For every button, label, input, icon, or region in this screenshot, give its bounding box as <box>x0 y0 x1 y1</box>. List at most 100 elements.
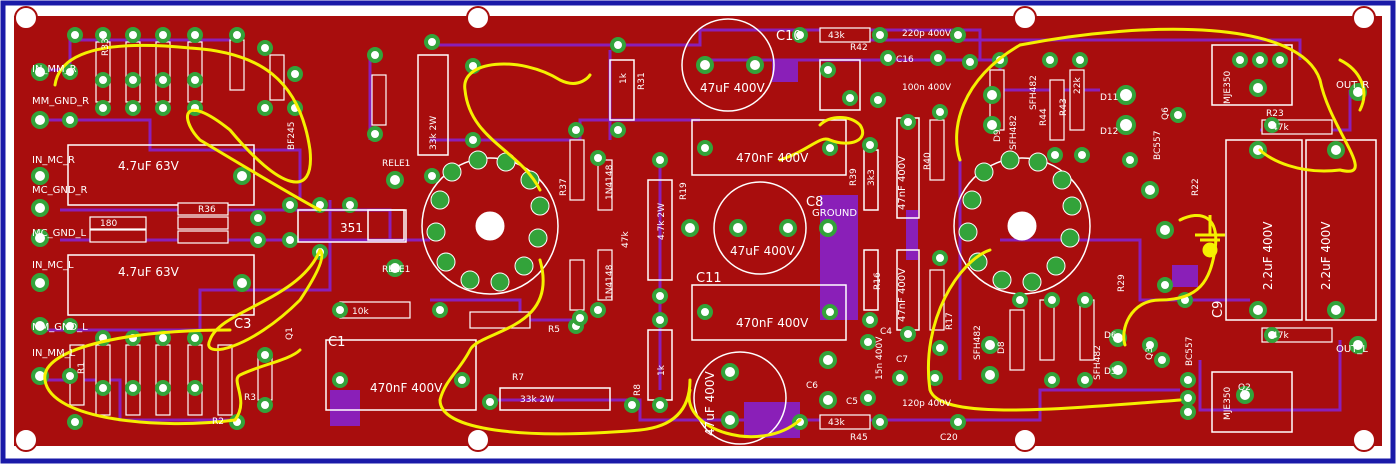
val-r-33k-top: 33k 2W <box>429 116 439 150</box>
ref-c1: C1 <box>328 335 345 350</box>
ref-d5: D5 <box>1104 367 1117 377</box>
ref-d11: D11 <box>1100 93 1118 103</box>
conn-out-l: OUT_L <box>1336 344 1368 355</box>
conn-in-mc-l: IN_MC_L <box>32 260 74 271</box>
ref-r22: R22 <box>1191 178 1201 196</box>
conn-in-mc-r: IN_MC_R <box>32 155 75 166</box>
mounting-holes <box>14 6 1376 452</box>
ref-r44: R44 <box>1039 108 1049 126</box>
ref-r42: R42 <box>850 43 868 53</box>
conn-in-mm-r: IN_MM_R <box>32 64 77 75</box>
ref-c6: C6 <box>806 381 818 391</box>
ref-rele1-b: RELE1 <box>382 265 410 275</box>
conn-in-mm-l: IN_MM_L <box>32 348 76 359</box>
cap-47u-bottom: 47uF 400V <box>703 371 717 436</box>
ref-q1: Q1 <box>285 327 295 340</box>
val-r-47k-c: 47k <box>621 231 631 248</box>
ref-d12: D12 <box>1100 127 1118 137</box>
ref-c3: C3 <box>234 317 251 332</box>
ref-q3: Q3 <box>1145 347 1155 360</box>
ref-r2: R2 <box>212 417 224 427</box>
val-r-mid: 180 <box>100 219 117 229</box>
val-sfh-b: SFH482 <box>1009 115 1019 150</box>
val-r-3k3: 3k3 <box>867 169 877 186</box>
ref-c10: C10 <box>776 29 802 44</box>
ref-q6: Q6 <box>1161 107 1171 120</box>
ref-r29: R29 <box>1117 274 1127 292</box>
ref-c20: C20 <box>940 433 958 443</box>
val-mje-b: MJE350 <box>1223 386 1233 420</box>
conn-mm-gnd-l: MM_GND_L <box>32 322 88 333</box>
ref-c16: C16 <box>896 55 914 65</box>
ref-r36: R36 <box>198 205 216 215</box>
val-jfet: BF245 <box>287 121 297 150</box>
conn-out-r: OUT_R <box>1336 80 1369 91</box>
ref-r31: R31 <box>637 72 647 90</box>
ref-c5: C5 <box>846 397 858 407</box>
ref-r3: R3 <box>244 393 256 403</box>
ground-symbol <box>1195 215 1225 258</box>
silk-text: IN_MM_R MM_GND_R IN_MC_R MC_GND_R MC_GND… <box>32 29 1369 443</box>
ref-c7: C7 <box>896 355 908 365</box>
relay-body <box>297 209 407 243</box>
cap-47u-mid: 47uF 400V <box>730 244 795 258</box>
conn-mm-gnd-r: MM_GND_R <box>32 96 89 107</box>
val-r-33k-bottom: 33k 2W <box>520 395 554 405</box>
val-r-1k-bottom: 1k <box>657 364 667 376</box>
cap-470n-c10: 470nF 400V <box>736 151 809 165</box>
val-bc-a: BC557 <box>1153 131 1163 160</box>
ref-d9: D9 <box>993 129 1003 142</box>
ref-r5: R5 <box>548 325 560 335</box>
cap-4-7u-bottom: 4.7uF 63V <box>118 265 180 279</box>
val-sfh-c: SFH482 <box>973 325 983 360</box>
yellow-annotations <box>43 27 1366 439</box>
ref-r7: R7 <box>512 373 524 383</box>
cap-100n: 100n 400V <box>902 83 952 93</box>
through-hole-pads <box>31 27 1367 430</box>
val-r-43k-a: 43k <box>828 31 845 41</box>
val-r-47k-a: 47k <box>1272 123 1289 133</box>
ref-r16: R16 <box>873 272 883 290</box>
conn-ground: GROUND <box>812 208 857 219</box>
val-r-47k-top: 4.7k 2W <box>657 203 667 240</box>
val-sfh-a: SFH482 <box>1029 75 1039 110</box>
val-r-10k: 10k <box>352 307 369 317</box>
val-r-22k: 22k <box>1073 77 1083 94</box>
val-sfh-d: SFH482 <box>1093 345 1103 380</box>
val-r-47k-b: 47k <box>1272 331 1289 341</box>
val-relay: 351 <box>340 221 363 235</box>
ref-r45: R45 <box>850 433 868 443</box>
cap-2-2u-b: 2.2uF 400V <box>1319 221 1333 290</box>
ref-r17: R17 <box>945 312 955 330</box>
cap-470n-c11: 470nF 400V <box>736 316 809 330</box>
ref-d6: D6 <box>1104 331 1117 341</box>
ref-r43: R43 <box>1059 98 1069 116</box>
cap-4-7u-top: 4.7uF 63V <box>118 159 180 173</box>
val-r-1k-top: 1k <box>619 72 629 84</box>
cap-120p: 120p 400V <box>902 399 952 409</box>
cap-47u-top: 47uF 400V <box>700 81 765 95</box>
ref-r39: R39 <box>849 168 859 186</box>
cap-220p: 220p 400V <box>902 29 952 39</box>
ref-d8: D8 <box>997 341 1007 354</box>
cap-470n-c1: 470nF 400V <box>370 381 443 395</box>
ref-rele1-a: RELE1 <box>382 159 410 169</box>
conn-mc-gnd-r: MC_GND_R <box>32 185 88 196</box>
conn-mc-gnd-l: MC_GND_L <box>32 228 87 239</box>
ref-c11: C11 <box>696 271 722 286</box>
val-diode-a: 1N4148 <box>605 164 615 200</box>
cap-47n-a: 47nF 400V <box>897 156 908 210</box>
cap-15n: 15n 400V <box>875 336 885 380</box>
ref-r1: R1 <box>77 362 87 374</box>
val-bc-b: BC557 <box>1185 337 1195 366</box>
ref-r40: R40 <box>923 152 933 170</box>
cap-47n-b: 47nF 400V <box>897 268 908 322</box>
ref-c9: C9 <box>1211 301 1226 318</box>
ref-r8: R8 <box>633 384 643 396</box>
ref-r33: R33 <box>101 38 111 56</box>
val-diode-b: 1N4148 <box>605 264 615 300</box>
trace-blocks <box>330 60 1198 438</box>
ref-c4: C4 <box>880 327 892 337</box>
